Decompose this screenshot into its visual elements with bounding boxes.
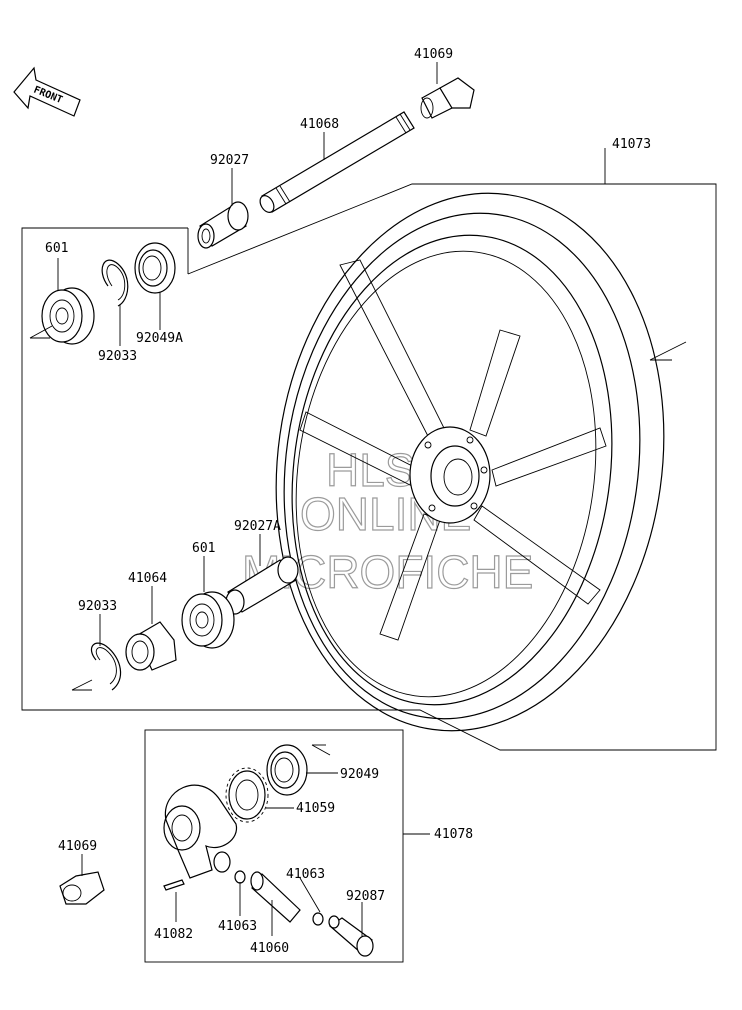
label-41063-right: 41063 bbox=[286, 867, 325, 882]
front-arrow-icon: FRONT bbox=[13, 66, 81, 117]
label-41064: 41064 bbox=[128, 571, 167, 586]
label-41069-top: 41069 bbox=[414, 47, 453, 62]
label-41059: 41059 bbox=[296, 801, 335, 816]
label-41063-left: 41063 bbox=[218, 919, 257, 934]
label-41078: 41078 bbox=[434, 827, 473, 842]
label-41082: 41082 bbox=[154, 927, 193, 942]
axle bbox=[259, 111, 415, 213]
speedometer-gear bbox=[225, 767, 269, 823]
spacer-41064 bbox=[125, 621, 177, 671]
pin-41082 bbox=[163, 879, 185, 891]
front-wheel bbox=[275, 192, 687, 732]
part-labels: 41069 41068 41073 92027 601 92033 92049A… bbox=[45, 47, 651, 956]
label-92049: 92049 bbox=[340, 767, 379, 782]
watermark: HLSM ONLINE MICROFICHE bbox=[241, 443, 534, 598]
label-41060: 41060 bbox=[250, 941, 289, 956]
label-601-top: 601 bbox=[45, 241, 68, 256]
bearing-top bbox=[29, 287, 95, 345]
label-92087: 92087 bbox=[346, 889, 385, 904]
bushing-92087 bbox=[328, 915, 374, 957]
oil-seal-92049A bbox=[134, 242, 176, 294]
label-92033-mid: 92033 bbox=[78, 599, 117, 614]
pinion-41060 bbox=[250, 871, 301, 923]
label-41069-bottom: 41069 bbox=[58, 839, 97, 854]
label-41073: 41073 bbox=[612, 137, 651, 152]
label-41068: 41068 bbox=[300, 117, 339, 132]
bearing-mid bbox=[181, 591, 235, 649]
oil-seal-92049 bbox=[266, 744, 331, 796]
label-92033-top: 92033 bbox=[98, 349, 137, 364]
washer-41063-left bbox=[234, 870, 246, 884]
axle-nut-bottom bbox=[59, 871, 105, 905]
label-601-mid: 601 bbox=[192, 541, 215, 556]
label-92027: 92027 bbox=[210, 153, 249, 168]
axle-nut-top bbox=[420, 77, 475, 119]
collar-92027 bbox=[197, 201, 249, 249]
snap-ring-top bbox=[101, 259, 129, 307]
label-92049A: 92049A bbox=[136, 331, 183, 346]
speedometer-gear-frame bbox=[144, 729, 430, 963]
snap-ring-mid bbox=[71, 642, 122, 691]
gear-housing bbox=[163, 784, 238, 879]
washer-41063-right bbox=[312, 912, 324, 926]
leader-lines bbox=[57, 62, 438, 936]
label-92027A: 92027A bbox=[234, 519, 281, 534]
wheel-assembly-frame bbox=[21, 148, 717, 751]
